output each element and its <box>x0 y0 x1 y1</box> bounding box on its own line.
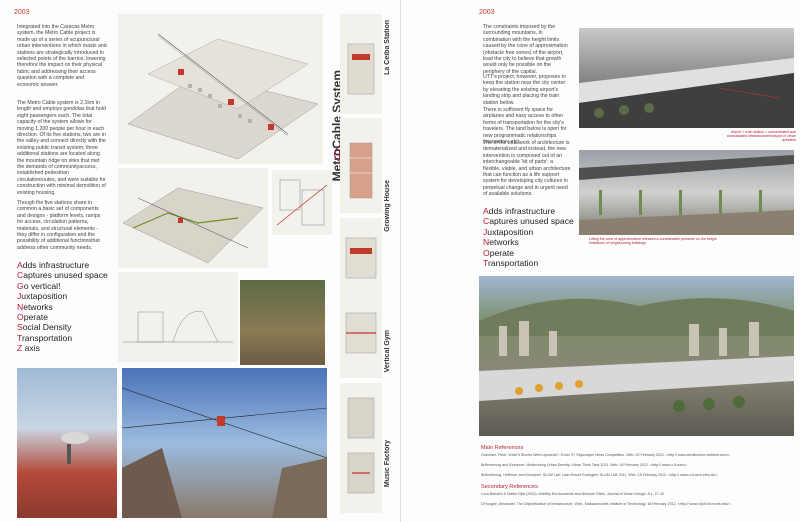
music-factory-drawing <box>340 383 382 513</box>
station-label-music-factory: Music Factory <box>384 440 391 488</box>
right-keyword: Juxtaposition <box>483 226 534 237</box>
left-paragraph-1: Integrated into the Caracas Metro system… <box>17 24 107 88</box>
station-label-vertical-gym: Vertical Gym <box>384 330 391 373</box>
right-keyword: Networks <box>483 237 519 248</box>
secondary-reference-item: D'Hooghe, Alexander. The Objectification… <box>481 502 732 506</box>
vertical-gym-drawing <box>340 218 382 378</box>
caption-airport-train-station: airport + train station = concentrated a… <box>726 130 796 143</box>
main-references-title: Main References <box>481 445 524 451</box>
secondary-references-title: Secondary References <box>481 484 538 490</box>
caracas-panorama-render <box>479 276 794 436</box>
left-keywords: Adds infrastructure Captures unused spac… <box>17 260 108 354</box>
left-year: 2003 <box>14 9 30 16</box>
right-keywords: Adds infrastructure Captures unused spac… <box>483 206 574 268</box>
left-keyword: Transportation <box>17 332 73 343</box>
left-keyword: Operate <box>17 312 49 323</box>
elevated-airstrip-render <box>579 28 794 128</box>
right-paragraph-2: UTT's project; however, proposes to keep… <box>483 74 566 106</box>
left-keyword: Adds infrastructure <box>17 260 90 270</box>
hillside-station-photo <box>17 368 117 518</box>
right-year: 2003 <box>479 9 495 16</box>
left-paragraph-3: Though the five stations share in common… <box>17 200 101 251</box>
left-paragraph-2: The Metro Cable system is 2,1km in lengt… <box>17 100 106 196</box>
left-keyword: Juxtaposition <box>17 291 68 302</box>
left-keyword: Networks <box>17 301 53 312</box>
la-ceiba-station-drawing <box>340 14 382 114</box>
left-page: 2003 Integrated into the Caracas Metro s… <box>14 9 391 518</box>
aerial-axonometric-drawing <box>118 14 323 164</box>
right-keyword: Operate <box>483 247 515 258</box>
detail-sketch <box>272 170 332 235</box>
left-keyword: Social Density <box>17 322 72 333</box>
section-drawing <box>118 272 238 362</box>
right-paragraph-1: The constraints imposed by the surroundi… <box>483 24 568 75</box>
main-reference-item: Brillembourg, Hoffman, and Klumpner. SLU… <box>481 473 719 477</box>
terrain-axonometric-drawing <box>118 168 268 268</box>
growing-house-drawing <box>340 118 382 213</box>
secondary-reference-item: Luca Bertolini & Martin Dijst (2003): Mo… <box>481 492 664 496</box>
station-label-la-ceiba: La Ceiba Station <box>384 20 391 75</box>
right-keyword: Transportation <box>483 258 539 269</box>
right-keyword: Captures unused space <box>483 216 574 227</box>
cable-car-photo <box>122 368 327 518</box>
left-keyword: Captures unused space <box>17 270 108 281</box>
station-below-strip-render <box>579 150 794 235</box>
left-keyword: Z axis <box>17 343 40 354</box>
station-label-growing-house: Growing House <box>384 180 391 232</box>
right-paragraph-3: There is sufficient fly space for airpla… <box>483 107 567 146</box>
right-keyword: Adds infrastructure <box>483 206 556 216</box>
left-keyword: Go vertical! <box>17 280 61 291</box>
main-reference-item: Brillembourg and Klumpner. Modernizing U… <box>481 463 688 467</box>
right-paragraph-4: The of the total work of architecture is… <box>483 140 571 198</box>
caption-cone-of-approximation: Lifting the cone of approximation releas… <box>589 237 717 246</box>
main-reference-item: Granham, Peter. What If Streets Went Upw… <box>481 453 731 457</box>
barrio-photo <box>240 280 325 365</box>
right-page: 2003 The constraints imposed by the surr… <box>400 0 800 522</box>
